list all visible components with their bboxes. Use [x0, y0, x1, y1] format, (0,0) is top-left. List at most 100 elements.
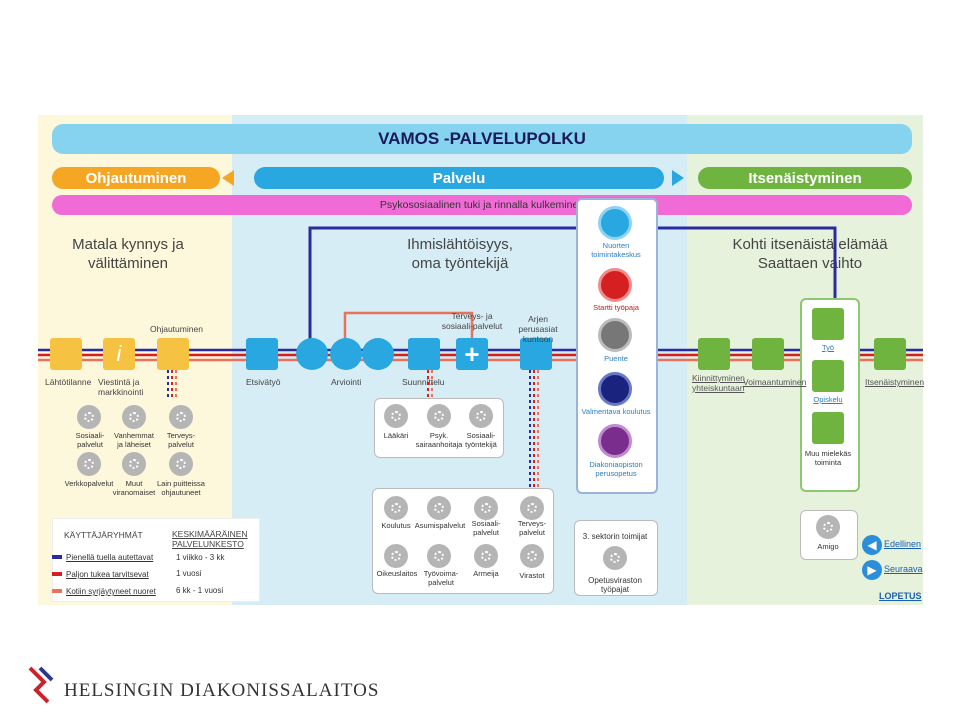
service-icon: [77, 405, 101, 429]
diakonia-icon[interactable]: [598, 424, 632, 458]
service-icon: [427, 496, 451, 520]
puente-icon[interactable]: [598, 318, 632, 352]
legend-label: Paljon tukea tarvitsevat: [66, 570, 149, 579]
climb-icon[interactable]: [752, 338, 784, 370]
service-icon: [520, 544, 544, 568]
label-ohjautuminen: Ohjautuminen: [150, 324, 203, 334]
label-suunnittelu: Suunnittelu: [402, 377, 445, 387]
label-diakonia: Diakoniaopiston perusopetus: [589, 460, 643, 478]
end-button[interactable]: LOPETUS: [879, 591, 922, 601]
heading-center: Ihmislähtöisyys, oma työntekijä: [370, 236, 550, 274]
info-icon[interactable]: i: [103, 338, 135, 370]
service-label: Virastot: [519, 571, 545, 580]
service-label: Verkkopalvelut: [64, 479, 114, 488]
legend-duration: 6 kk - 1 vuosi: [176, 586, 224, 595]
phase-right[interactable]: Itsenäistyminen: [698, 167, 912, 189]
chat-icon[interactable]: [296, 338, 328, 370]
prev-button[interactable]: Edellinen: [884, 539, 922, 549]
legend-label: Kotiin syrjäytyneet nuoret: [66, 587, 156, 596]
label-lahtotilanne: Lähtötilanne: [45, 377, 92, 387]
legend-duration: 1 vuosi: [176, 569, 202, 578]
label-muu: Muu mielekäs toiminta: [804, 449, 852, 467]
label-startti: Startti työpaja: [593, 303, 639, 312]
service-icon: [603, 546, 627, 570]
startti-icon[interactable]: [598, 268, 632, 302]
medical-cross-icon[interactable]: +: [456, 338, 488, 370]
label-voimaantuminen[interactable]: Voimaantuminen: [743, 377, 807, 387]
money-icon[interactable]: [520, 338, 552, 370]
book-icon[interactable]: [812, 412, 844, 444]
label-itsenaistyminen[interactable]: Itsenäistyminen: [865, 377, 925, 387]
cloud-icon[interactable]: [50, 338, 82, 370]
service-icon: [816, 515, 840, 539]
phase-left-label: Ohjautuminen: [85, 169, 187, 187]
service-label: Muut viranomaiset: [112, 479, 156, 497]
label-puente: Puente: [604, 354, 628, 363]
chat-icon[interactable]: [362, 338, 394, 370]
label-nuorten: Nuorten toimintakeskus: [591, 241, 641, 259]
label-kiinnittyminen[interactable]: Kiinnittyminen yhteiskuntaan: [692, 373, 745, 393]
next-icon[interactable]: ▶: [862, 560, 882, 580]
nuorten-icon[interactable]: [598, 206, 632, 240]
service-icon: [169, 452, 193, 476]
label-terveys-sos: Terveys- ja sosiaali-palvelut: [441, 311, 503, 331]
service-icon: [169, 405, 193, 429]
service-icon: [384, 404, 408, 428]
service-label: Sosiaali-palvelut: [75, 431, 105, 449]
arrow-left-icon: [222, 170, 234, 186]
legend-label: Pienellä tuella autettavat: [66, 553, 154, 562]
service-label: Koulutus: [381, 521, 411, 530]
service-icon: [384, 496, 408, 520]
service-label: Asumispalvelut: [414, 521, 466, 530]
label-opetusvirasto: Opetusviraston työpajat: [588, 576, 642, 595]
label-tyo: Työ: [821, 343, 835, 352]
signpost-icon[interactable]: [157, 338, 189, 370]
legend-duration-title: KESKIMÄÄRÄINEN PALVELUNKESTO: [172, 529, 248, 549]
footer-brand: HELSINGIN DIAKONISSALAITOS: [64, 680, 380, 701]
service-icon: [474, 496, 498, 520]
phase-left[interactable]: Ohjautuminen: [52, 167, 220, 189]
prev-icon[interactable]: ◀: [862, 535, 882, 555]
legend-swatch: [52, 572, 62, 576]
legend-swatch: [52, 555, 62, 559]
label-third-sector: 3. sektorin toimijat: [582, 532, 648, 541]
folder-icon[interactable]: [408, 338, 440, 370]
service-label: Työvoima-palvelut: [423, 569, 459, 587]
heading-center-line2: oma työntekijä: [411, 254, 509, 272]
service-label: Terveys-palvelut: [166, 431, 196, 449]
service-icon: [474, 544, 498, 568]
phase-center[interactable]: Palvelu: [254, 167, 664, 189]
service-icon: [122, 405, 146, 429]
service-icon: [520, 496, 544, 520]
phase-center-label: Palvelu: [432, 169, 486, 187]
service-icon: [122, 452, 146, 476]
broom-icon[interactable]: [874, 338, 906, 370]
label-etsivatyo: Etsivätyö: [246, 377, 281, 387]
service-label: Sosiaali-työntekijä: [465, 431, 497, 449]
service-icon: [469, 404, 493, 428]
label-arviointi: Arviointi: [331, 377, 362, 387]
people-icon[interactable]: [246, 338, 278, 370]
service-label: Sosiaali-palvelut: [471, 519, 501, 537]
chat-icon[interactable]: [330, 338, 362, 370]
book-icon[interactable]: [812, 360, 844, 392]
phase-right-label: Itsenäistyminen: [748, 169, 862, 187]
valmentava-icon[interactable]: [598, 372, 632, 406]
title-bar: VAMOS -PALVELUPOLKU: [52, 124, 912, 154]
arrow-right-icon: [672, 170, 684, 186]
service-label: Vanhemmat ja läheiset: [114, 431, 154, 449]
service-icon: [384, 544, 408, 568]
service-icon: [427, 404, 451, 428]
legend-swatch: [52, 589, 62, 593]
label-arjen: Arjen perusasiat kuntoon: [518, 314, 558, 344]
escalator-icon[interactable]: [698, 338, 730, 370]
book-icon[interactable]: [812, 308, 844, 340]
label-amigo: Amigo: [817, 542, 839, 551]
service-label: Psyk. sairaanhoitaja: [415, 431, 463, 449]
label-opiskelu: Opiskelu: [813, 395, 843, 404]
service-label: Terveys-palvelut: [517, 519, 547, 537]
service-icon: [77, 452, 101, 476]
next-button[interactable]: Seuraava: [884, 564, 923, 574]
legend-box: [52, 518, 260, 602]
service-icon: [427, 544, 451, 568]
